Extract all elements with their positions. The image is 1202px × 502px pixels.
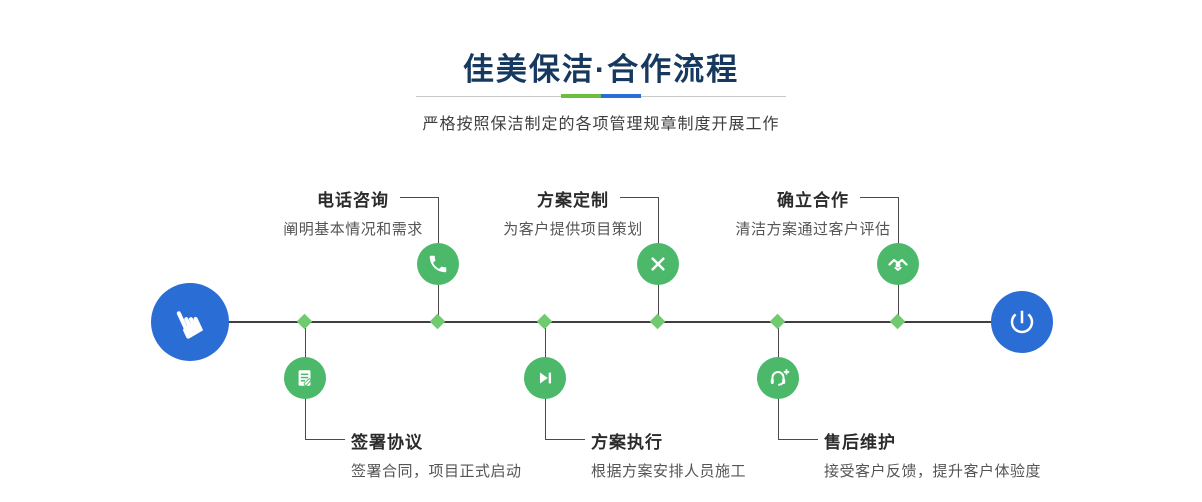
timeline-node [296,313,313,330]
title-divider-accent-green [561,94,601,98]
connector-line [620,197,658,198]
power-icon [1010,310,1034,334]
connector-line [400,197,438,198]
step-phone-consult: 电话咨询 阐明基本情况和需求 [233,186,473,239]
step-icon-circle-execution [524,357,566,399]
step-label: 售后维护 [824,433,896,452]
timeline-node [889,313,906,330]
step-icon-circle-contract [284,357,326,399]
step-sign-agreement: 签署协议 签署合同，项目正式启动 [351,428,671,481]
title-divider-accent-blue [601,94,641,98]
phone-icon [429,255,447,273]
step-aftersales: 售后维护 接受客户反馈，提升客户体验度 [824,428,1144,481]
handshake-icon [888,258,908,272]
timeline-node [429,313,446,330]
timeline-node [649,313,666,330]
timeline-node [769,313,786,330]
flow-start-node: ☛ [151,283,229,361]
step-desc: 接受客户反馈，提升客户体验度 [824,463,1042,480]
step-desc: 阐明基本情况和需求 [283,221,423,238]
connector-line [778,439,818,440]
step-establish-coop: 确立合作 清洁方案通过客户评估 [693,186,933,239]
step-plan-execution: 方案执行 根据方案安排人员施工 [591,428,911,481]
step-icon-circle-cooperation [877,243,919,285]
step-label: 确立合作 [777,191,849,210]
headset-icon [770,369,790,386]
timeline-line [190,321,1022,323]
flow-end-node [991,291,1053,353]
play-icon [539,372,552,384]
step-desc: 清洁方案通过客户评估 [735,221,891,238]
step-plan-custom: 方案定制 为客户提供项目策划 [453,186,693,239]
step-desc: 根据方案安排人员施工 [591,463,747,480]
step-desc: 为客户提供项目策划 [503,221,643,238]
step-icon-circle-aftersales [757,357,799,399]
connector-line [860,197,898,198]
step-icon-circle-plan [637,243,679,285]
pointing-hand-icon: ☛ [161,296,219,348]
page-subtitle: 严格按照保洁制定的各项管理规章制度开展工作 [422,116,780,133]
step-label: 方案定制 [537,191,609,210]
connector-line [545,439,585,440]
step-label: 电话咨询 [317,191,389,210]
step-desc: 签署合同，项目正式启动 [351,463,522,480]
pencil-ruler-icon [651,257,665,271]
connector-line [305,439,345,440]
step-label: 签署协议 [351,433,423,452]
contract-icon [298,370,312,386]
timeline-node [536,313,553,330]
step-label: 方案执行 [591,433,663,452]
page-title: 佳美保洁·合作流程 [462,52,740,87]
step-icon-circle-phone [417,243,459,285]
